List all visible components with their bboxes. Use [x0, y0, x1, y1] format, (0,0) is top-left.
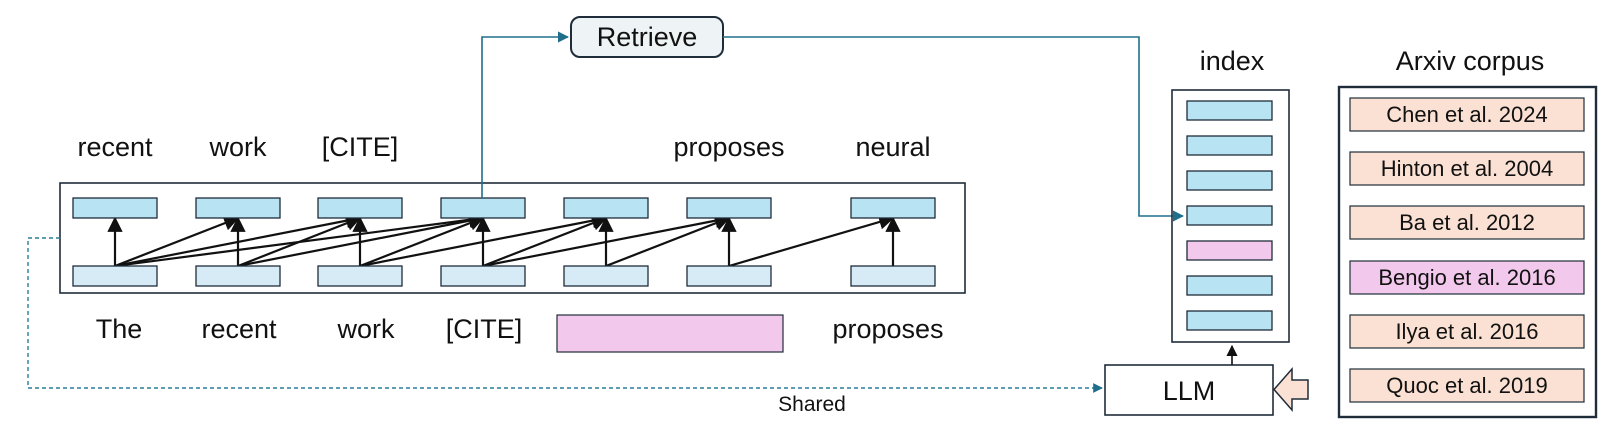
corpus-item[interactable]: Hinton et al. 2004 — [1349, 151, 1585, 186]
attention-edge — [482, 215, 608, 268]
attention-edge — [237, 213, 485, 268]
output-token: recent — [77, 132, 153, 162]
corpus-item-label: Hinton et al. 2004 — [1381, 156, 1553, 181]
corpus-item-label: Chen et al. 2024 — [1386, 102, 1547, 127]
output-token: proposes — [673, 132, 784, 162]
attention-edge — [728, 214, 895, 268]
retrieve-to-index-arrow — [723, 36, 1185, 222]
corpus-item-label: Ilya et al. 2016 — [1395, 319, 1538, 344]
retrieve-label: Retrieve — [597, 22, 698, 52]
corpus-item-box — [1349, 260, 1585, 295]
output-cell — [72, 197, 158, 219]
input-token: work — [336, 314, 395, 344]
index-label: index — [1200, 46, 1265, 76]
input-cell — [195, 265, 281, 287]
output-cell — [440, 197, 526, 219]
corpus-item-box — [1349, 368, 1585, 403]
input-cells — [72, 265, 936, 287]
corpus-item-box — [1349, 314, 1585, 349]
output-cell — [850, 197, 936, 219]
index-cell — [1186, 310, 1273, 331]
index-cell — [1186, 205, 1273, 226]
output-token-row: recent work [CITE] proposes neural — [77, 132, 930, 162]
input-token: [CITE] — [446, 314, 523, 344]
attention-edge — [114, 213, 362, 268]
corpus-item-box — [1349, 205, 1585, 240]
output-token: neural — [855, 132, 930, 162]
index-cell — [1186, 170, 1273, 191]
corpus-item[interactable]: Chen et al. 2024 — [1349, 97, 1585, 132]
corpus-item-box — [1349, 97, 1585, 132]
attention-edge — [114, 212, 485, 268]
retrieved-citation-box — [556, 314, 784, 353]
attention-edge — [359, 213, 608, 268]
input-cell — [686, 265, 772, 287]
shared-label: Shared — [778, 393, 846, 416]
input-cell — [850, 265, 936, 287]
llm-label: LLM — [1163, 376, 1216, 406]
corpus-label: Arxiv corpus — [1396, 46, 1545, 76]
index-cell — [1186, 135, 1273, 156]
index-cells — [1186, 100, 1273, 331]
attention-edge — [359, 215, 485, 268]
corpus-item-label: Ba et al. 2012 — [1399, 210, 1535, 235]
attention-edge — [605, 215, 731, 268]
input-token: recent — [201, 314, 277, 344]
shared-dashed-line — [27, 237, 1103, 393]
output-cell — [317, 197, 403, 219]
input-cell — [440, 265, 526, 287]
attention-edge — [482, 213, 731, 268]
output-cells — [72, 197, 936, 219]
index-cell-highlighted — [1186, 240, 1273, 261]
corpus-item[interactable]: Ba et al. 2012 — [1349, 205, 1585, 240]
output-token: work — [208, 132, 267, 162]
output-cell — [563, 197, 649, 219]
input-cell — [317, 265, 403, 287]
corpus-frame — [1337, 85, 1598, 419]
cite-to-retrieve-arrow — [481, 31, 570, 198]
output-token: [CITE] — [322, 132, 399, 162]
index-cell — [1186, 275, 1273, 296]
index-frame — [1171, 89, 1290, 343]
corpus-item-label: Bengio et al. 2016 — [1378, 265, 1555, 290]
corpus-item-box — [1349, 151, 1585, 186]
input-token: proposes — [832, 314, 943, 344]
corpus-to-llm-arrow — [1273, 367, 1309, 412]
index-cell — [1186, 100, 1273, 121]
attention-connections — [107, 212, 901, 268]
corpus-item-label: Quoc et al. 2019 — [1386, 373, 1547, 398]
corpus-item[interactable]: Bengio et al. 2016 — [1349, 260, 1585, 295]
corpus-item[interactable]: Ilya et al. 2016 — [1349, 314, 1585, 349]
input-cell — [563, 265, 649, 287]
attention-edge — [114, 215, 240, 268]
corpus-item[interactable]: Quoc et al. 2019 — [1349, 368, 1585, 403]
input-cell — [72, 265, 158, 287]
output-cell — [195, 197, 281, 219]
llm-box[interactable] — [1104, 364, 1274, 416]
output-cell — [686, 197, 772, 219]
input-token: The — [96, 314, 143, 344]
